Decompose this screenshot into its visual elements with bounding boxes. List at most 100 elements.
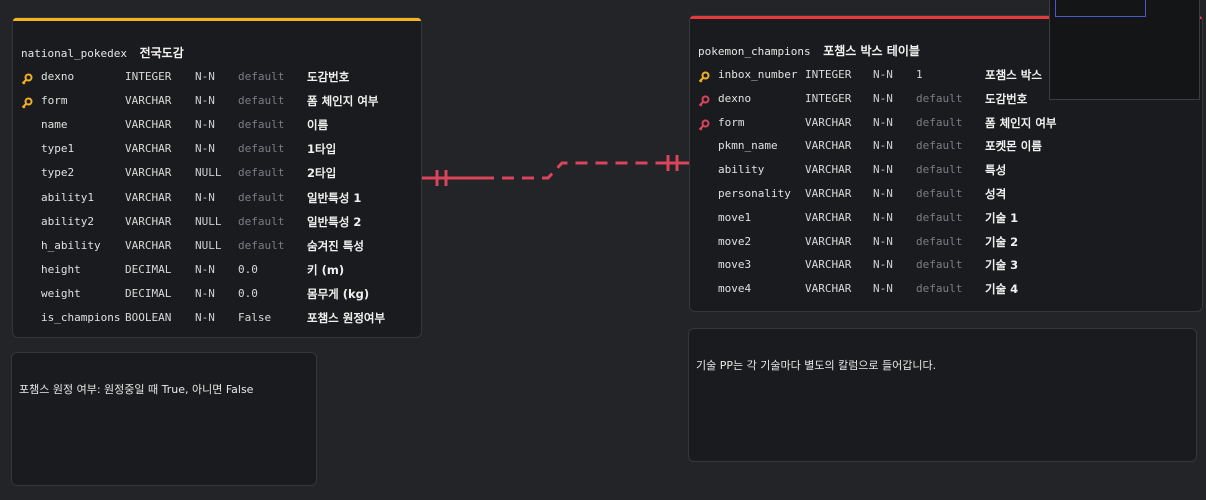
column-name: ability1 [41, 190, 94, 204]
column-nullable: NULL [195, 214, 222, 228]
column-name: form [41, 94, 68, 108]
column-nullable: N-N [195, 70, 215, 83]
minimap[interactable] [1049, 0, 1200, 100]
column-default: 0.0 [238, 286, 258, 300]
table-title[interactable]: pokemon_champions 포챔스 박스 테이블 [698, 42, 920, 59]
column-default: default [916, 163, 963, 177]
column-comment: 포챔스 박스 [985, 68, 1042, 82]
column-default: 1 [916, 68, 923, 81]
key-icon [19, 95, 35, 117]
note-text: 포챔스 원정 여부: 원정중일 때 True, 아니면 False [19, 383, 254, 396]
column-comment: 폼 체인지 여부 [307, 94, 379, 109]
column-nullable: N-N [195, 286, 215, 300]
column-type: VARCHAR [125, 118, 172, 132]
column-comment: 이름 [307, 118, 329, 133]
column-nullable: N-N [873, 115, 893, 129]
table-title[interactable]: national_pokedex 전국도감 [21, 44, 184, 61]
column-type: DECIMAL [125, 286, 172, 300]
column-default: default [916, 91, 963, 105]
column-comment: 몸무게 (kg) [307, 286, 370, 301]
column-default: default [916, 234, 963, 248]
column-nullable: N-N [873, 139, 893, 153]
relation-line-dashed [482, 161, 660, 180]
column-nullable: N-N [195, 142, 215, 156]
note-left[interactable]: 포챔스 원정 여부: 원정중일 때 True, 아니면 False [11, 352, 317, 486]
column-default: default [916, 258, 963, 272]
column-default: default [916, 210, 963, 224]
table-name: pokemon_champions [698, 45, 811, 58]
column-type: INTEGER [125, 70, 172, 83]
column-nullable: N-N [195, 311, 215, 324]
column-nullable: N-N [195, 94, 215, 108]
column-default: default [238, 94, 285, 108]
column-name: height [41, 262, 81, 276]
column-comment: 일반특성 2 [307, 214, 362, 229]
column-type: VARCHAR [125, 238, 172, 252]
column-name: form [718, 115, 745, 129]
column-comment: 2타입 [307, 166, 337, 181]
note-text: 기술 PP는 각 기술마다 별도의 칼럼으로 들어갑니다. [696, 359, 937, 372]
column-default: default [238, 70, 285, 83]
column-nullable: N-N [195, 118, 215, 132]
minimap-viewport[interactable] [1055, 0, 1146, 17]
column-nullable: N-N [873, 163, 893, 177]
column-name: pkmn_name [718, 139, 778, 153]
column-type: BOOLEAN [125, 311, 172, 324]
column-name: move2 [718, 234, 752, 248]
table-accent-bar [13, 18, 421, 21]
column-type: INTEGER [805, 68, 852, 81]
column-type: VARCHAR [125, 190, 172, 204]
column-comment: 기술 2 [985, 234, 1019, 249]
column-type: VARCHAR [125, 142, 172, 156]
column-comment: 도감번호 [985, 91, 1028, 106]
column-type: VARCHAR [125, 94, 172, 108]
column-default: 0.0 [238, 262, 258, 276]
column-type: VARCHAR [125, 166, 172, 180]
foreign-key-icon [696, 117, 712, 139]
column-type: DECIMAL [125, 262, 172, 276]
column-type: VARCHAR [805, 210, 852, 224]
column-default: default [238, 214, 285, 228]
column-nullable: N-N [873, 187, 893, 200]
column-default: default [916, 282, 963, 296]
column-row[interactable]: inbox_number INTEGER N-N 1 포챔스 박스 [690, 64, 1202, 86]
note-right[interactable]: 기술 PP는 각 기술마다 별도의 칼럼으로 들어갑니다. [688, 328, 1197, 462]
column-name: move1 [718, 210, 752, 224]
column-default: default [238, 166, 285, 180]
column-type: VARCHAR [805, 115, 852, 129]
key-icon [696, 69, 712, 91]
column-name: is_champions [41, 311, 121, 324]
column-name: move4 [718, 282, 752, 296]
column-type: VARCHAR [805, 258, 852, 272]
column-nullable: N-N [873, 68, 893, 81]
column-name: name [41, 118, 68, 132]
column-name: h_ability [41, 238, 101, 252]
column-name: inbox_number [718, 68, 798, 81]
table-comment: 전국도감 [139, 46, 184, 60]
column-default: default [238, 142, 285, 156]
column-type: VARCHAR [805, 163, 852, 177]
column-row[interactable]: form VARCHAR N-N default 폼 체인지 여부 [13, 90, 421, 112]
column-nullable: NULL [195, 238, 222, 252]
